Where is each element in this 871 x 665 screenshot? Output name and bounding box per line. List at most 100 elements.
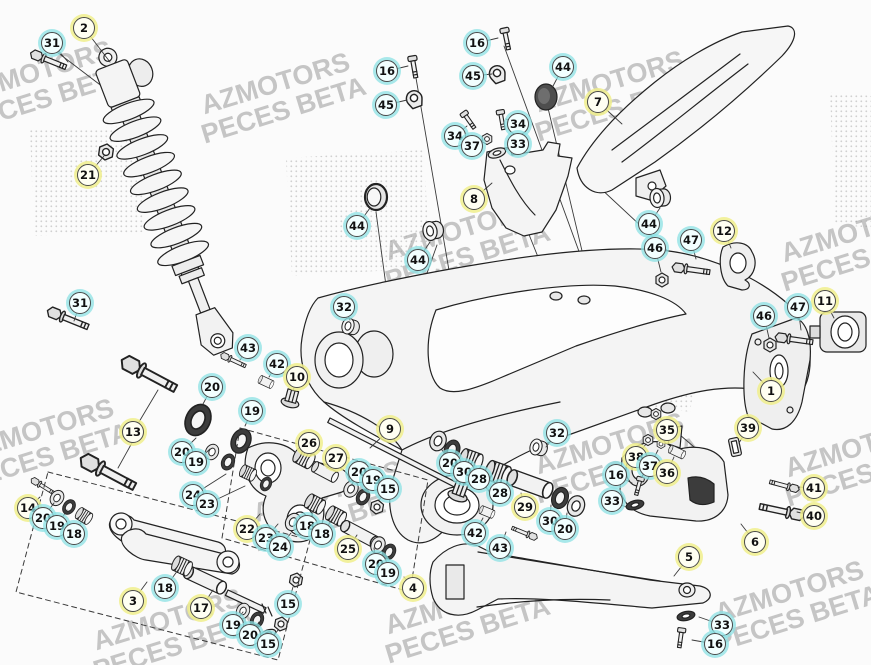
part-callout[interactable]: 29 xyxy=(514,496,536,518)
part-callout[interactable]: 44 xyxy=(638,213,660,235)
part-callout[interactable]: 21 xyxy=(77,164,99,186)
part-callout[interactable]: 15 xyxy=(377,478,399,500)
callout-number: 19 xyxy=(224,618,241,632)
part-callout[interactable]: 40 xyxy=(803,505,825,527)
callout-number: 16 xyxy=(706,637,723,651)
part-callout[interactable]: 9 xyxy=(379,418,401,440)
callout-number: 45 xyxy=(464,69,481,83)
part-callout[interactable]: 39 xyxy=(737,417,759,439)
part-callout[interactable]: 27 xyxy=(325,447,347,469)
callout-number: 47 xyxy=(682,233,699,247)
callout-number: 19 xyxy=(243,404,260,418)
part-callout[interactable]: 46 xyxy=(644,237,666,259)
part-callout[interactable]: 43 xyxy=(489,537,511,559)
part-callout[interactable]: 37 xyxy=(639,455,661,477)
part-callout[interactable]: 42 xyxy=(266,353,288,375)
part-callout[interactable]: 24 xyxy=(269,536,291,558)
part-callout[interactable]: 16 xyxy=(466,32,488,54)
part-callout[interactable]: 19 xyxy=(46,515,68,537)
part-callout[interactable]: 4 xyxy=(402,577,424,599)
callout-number: 16 xyxy=(468,36,485,50)
part-callout[interactable]: 43 xyxy=(237,337,259,359)
callout-number: 18 xyxy=(65,527,82,541)
callout-number: 18 xyxy=(156,581,173,595)
part-callout[interactable]: 25 xyxy=(337,538,359,560)
callout-number: 43 xyxy=(239,341,256,355)
part-callout[interactable]: 6 xyxy=(744,531,766,553)
callout-number: 8 xyxy=(469,192,478,206)
part-callout[interactable]: 45 xyxy=(375,94,397,116)
part-callout[interactable]: 28 xyxy=(468,468,490,490)
part-callout[interactable]: 42 xyxy=(464,522,486,544)
part-callout[interactable]: 19 xyxy=(222,614,244,636)
part-callout[interactable]: 16 xyxy=(376,60,398,82)
part-callout[interactable]: 47 xyxy=(680,229,702,251)
callout-number: 32 xyxy=(548,426,565,440)
part-callout[interactable]: 28 xyxy=(489,482,511,504)
pivot-axle-drawing xyxy=(327,417,473,505)
part-callout[interactable]: 18 xyxy=(63,523,85,545)
part-callout[interactable]: 5 xyxy=(678,546,700,568)
part-callout[interactable]: 44 xyxy=(407,249,429,271)
callout-number: 42 xyxy=(466,526,483,540)
part-callout[interactable]: 32 xyxy=(546,422,568,444)
callout-number: 47 xyxy=(789,300,806,314)
callout-number: 44 xyxy=(640,217,657,231)
callout-number: 43 xyxy=(491,541,508,555)
part-callout[interactable]: 32 xyxy=(333,296,355,318)
part-callout[interactable]: 23 xyxy=(196,493,218,515)
part-callout[interactable]: 35 xyxy=(656,419,678,441)
part-callout[interactable]: 31 xyxy=(69,292,91,314)
part-callout[interactable]: 1 xyxy=(760,380,782,402)
callout-number: 23 xyxy=(198,497,215,511)
part-callout[interactable]: 11 xyxy=(814,290,836,312)
part-callout[interactable]: 12 xyxy=(713,220,735,242)
part-callout[interactable]: 45 xyxy=(462,65,484,87)
part-callout[interactable]: 20 xyxy=(201,376,223,398)
part-callout[interactable]: 44 xyxy=(346,215,368,237)
part-callout[interactable]: 7 xyxy=(587,91,609,113)
part-callout[interactable]: 34 xyxy=(507,113,529,135)
part-callout[interactable]: 19 xyxy=(185,451,207,473)
part-callout[interactable]: 10 xyxy=(286,366,308,388)
part-callout[interactable]: 19 xyxy=(241,400,263,422)
callout-number: 36 xyxy=(658,466,675,480)
callout-number: 45 xyxy=(377,98,394,112)
part-callout[interactable]: 3 xyxy=(122,590,144,612)
part-callout[interactable]: 18 xyxy=(311,523,333,545)
part-callout[interactable]: 44 xyxy=(552,56,574,78)
callout-number: 33 xyxy=(509,137,526,151)
callout-number: 42 xyxy=(268,357,285,371)
callout-number: 15 xyxy=(379,482,396,496)
part-callout[interactable]: 18 xyxy=(154,577,176,599)
part-callout[interactable]: 33 xyxy=(601,490,623,512)
part-callout[interactable]: 15 xyxy=(257,633,279,655)
part-callout[interactable]: 13 xyxy=(122,421,144,443)
callout-number: 17 xyxy=(192,601,209,615)
part-callout[interactable]: 41 xyxy=(803,477,825,499)
part-callout[interactable]: 36 xyxy=(656,462,678,484)
callout-number: 1 xyxy=(766,384,775,398)
part-callout[interactable]: 15 xyxy=(277,593,299,615)
part-callout[interactable]: 2 xyxy=(73,17,95,39)
part-callout[interactable]: 24 xyxy=(182,484,204,506)
part-callout[interactable]: 20 xyxy=(239,624,261,646)
part-callout[interactable]: 8 xyxy=(463,188,485,210)
part-callout[interactable]: 37 xyxy=(461,135,483,157)
part-callout[interactable]: 33 xyxy=(507,133,529,155)
part-callout[interactable]: 16 xyxy=(605,464,627,486)
part-callout[interactable]: 46 xyxy=(753,305,775,327)
part-callout[interactable]: 16 xyxy=(704,633,726,655)
callout-number: 44 xyxy=(348,219,365,233)
part-callout[interactable]: 17 xyxy=(190,597,212,619)
callout-number: 15 xyxy=(259,637,276,651)
part-callout[interactable]: 20 xyxy=(554,518,576,540)
part-callout[interactable]: 47 xyxy=(787,296,809,318)
part-callout[interactable]: 31 xyxy=(41,32,63,54)
callout-number: 24 xyxy=(271,540,288,554)
part-callout[interactable]: 33 xyxy=(711,614,733,636)
part-callout[interactable]: 26 xyxy=(298,432,320,454)
callout-number: 20 xyxy=(241,628,258,642)
part-callout[interactable]: 19 xyxy=(377,562,399,584)
